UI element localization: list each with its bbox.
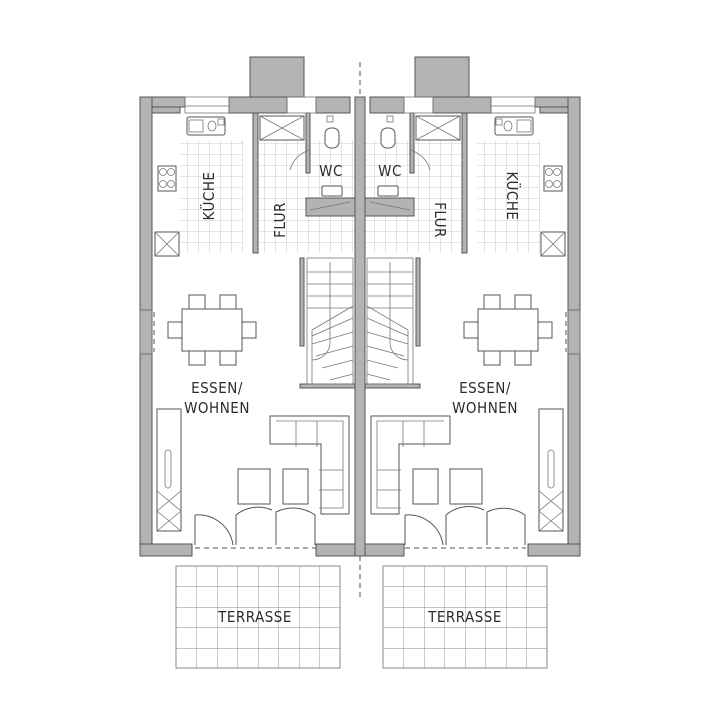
staircase-right [366,257,414,385]
dining-table-right [463,294,553,366]
room-label-wc-left: WC [319,162,343,180]
kitchen-fixtures-left [154,116,226,257]
terrace-right [382,565,548,669]
room-label-kitchen-left: KÜCHE [199,172,218,221]
room-label-wc-right: WC [378,162,402,180]
wc-fixtures-left [259,115,351,211]
wc-fixtures-right [369,115,461,211]
terrace-left [175,565,341,669]
patio-doors-right [404,506,526,549]
room-label-terrace-right: TERRASSE [427,608,502,626]
windows [139,96,581,355]
sideboard-left [156,408,182,532]
chimney-left [249,56,305,98]
dining-table-left [167,294,257,366]
room-label-living-left-2: WOHNEN [184,399,250,417]
sofa-right [370,415,483,515]
room-label-living-right-2: WOHNEN [452,399,518,417]
room-label-hall-left: FLUR [271,202,289,238]
sofa-left [237,415,350,515]
sideboard-right [538,408,564,532]
chimney-right [414,56,470,98]
room-label-living-right-1: ESSEN/ [459,379,511,397]
staircase-left [306,257,354,385]
room-label-living-left-1: ESSEN/ [191,379,243,397]
outer-walls [139,96,581,557]
patio-doors-left [194,506,316,549]
room-label-kitchen-right: KÜCHE [503,172,522,221]
kitchen-fixtures-right [494,116,566,257]
room-label-terrace-left: TERRASSE [217,608,292,626]
room-label-hall-right: FLUR [431,202,449,238]
